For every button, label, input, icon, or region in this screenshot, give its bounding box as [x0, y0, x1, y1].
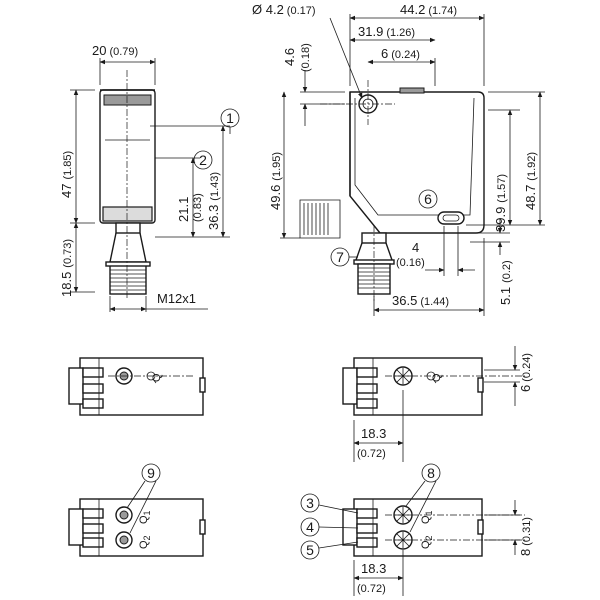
q2-label-b: Q	[420, 540, 432, 549]
top-base-value: 18.3	[361, 426, 386, 441]
side-overall-height-value: 48.7	[523, 185, 538, 210]
top-view-single-left	[68, 357, 206, 416]
q1-label-b: Q	[420, 515, 432, 524]
side-bottom-offset-value: 5.1	[498, 287, 513, 305]
front-height-inch: (1.85)	[62, 151, 74, 180]
front-housing	[99, 89, 156, 224]
front-connector-value: 18.5	[59, 272, 74, 297]
front-lens-inch: (0.83)	[192, 193, 204, 222]
front-mid-inch: (1.43)	[209, 172, 221, 201]
side-bottom-offset-inch: (0.2)	[501, 260, 513, 283]
top-base-inch: (0.72)	[357, 448, 386, 460]
side-view: 6 7 44.2(1.74) 31.9(1.26) 6(0.24) Ø 4.2(…	[252, 2, 545, 316]
svg-text:36.5(1.44): 36.5(1.44)	[392, 293, 449, 308]
side-hole-diameter-value: Ø 4.2	[252, 2, 284, 17]
svg-text:20(0.79): 20(0.79)	[92, 43, 138, 58]
q1-label: Q	[138, 515, 150, 524]
svg-text:48.7(1.92): 48.7 (1.92)	[523, 152, 538, 210]
top-single-offset-value: 6	[518, 385, 533, 392]
callout-2: 2	[199, 152, 207, 168]
svg-text:Ø 4.2(0.17): Ø 4.2(0.17)	[252, 2, 316, 17]
svg-text:44.2(1.74): 44.2(1.74)	[400, 2, 457, 17]
side-top-offset-inch: (0.18)	[300, 43, 312, 72]
side-hole-edge-inch: (0.24)	[391, 49, 420, 61]
svg-text:31.9(1.26): 31.9(1.26)	[358, 24, 415, 39]
side-slot-value: 4	[412, 240, 419, 255]
callout-3: 3	[306, 495, 314, 511]
side-slot	[437, 211, 465, 225]
q2-sub-b: 2	[424, 535, 434, 540]
svg-text:47(1.85): 47 (1.85)	[59, 151, 74, 198]
side-cable-outline	[299, 199, 341, 239]
side-hole-pos-inch: (1.26)	[386, 27, 415, 39]
svg-text:Q1: Q1	[420, 510, 434, 524]
side-overall-width-inch: (1.74)	[428, 5, 457, 17]
svg-text:6(0.24): 6 (0.24)	[518, 353, 533, 392]
q1-sub: 1	[142, 510, 152, 515]
svg-text:36.3(1.43): 36.3 (1.43)	[206, 172, 221, 230]
side-overall-height-inch: (1.92)	[526, 152, 538, 181]
front-width-inch: (0.79)	[109, 46, 138, 58]
front-top-strip	[103, 94, 152, 106]
front-view: 20(0.79) 47 (1.85) 18.5 (0.73) 21.1 (0.83)…	[59, 43, 240, 312]
svg-text:Q2: Q2	[138, 535, 152, 549]
side-top-offset-value: 4.6	[282, 48, 297, 66]
top-view-double-right: Q1 Q2 8 3 4 5 8(0.31) 18.3 (0.72)	[300, 463, 533, 596]
q2-label: Q	[138, 540, 150, 549]
callout-4: 4	[306, 519, 314, 535]
top-base-b-value: 18.3	[361, 561, 386, 576]
callout-8-circle	[421, 463, 441, 483]
callout-8: 8	[427, 465, 435, 481]
front-connector-collar	[115, 222, 141, 234]
callout-1: 1	[226, 110, 234, 126]
side-top-bump	[399, 87, 425, 94]
front-connector-inch: (0.73)	[62, 239, 74, 268]
q1-sub-b: 1	[424, 510, 434, 515]
thread-label: M12x1	[157, 291, 196, 306]
side-right-height-value: 39.9	[493, 207, 508, 232]
q2-sub: 2	[142, 535, 152, 540]
side-hole-pos-value: 31.9	[358, 24, 383, 39]
svg-text:8(0.31): 8 (0.31)	[518, 517, 533, 556]
top-base-b-inch: (0.72)	[357, 583, 386, 595]
svg-text:Q1: Q1	[138, 510, 152, 524]
front-height-value: 47	[59, 184, 74, 198]
front-mid-value: 36.3	[206, 205, 221, 230]
side-connector-pos-value: 36.5	[392, 293, 417, 308]
side-left-height-inch: (1.95)	[271, 152, 283, 181]
callout-7: 7	[336, 249, 344, 265]
q-label-a: Q	[151, 373, 163, 382]
svg-text:18.5(0.73): 18.5 (0.73)	[59, 239, 74, 297]
q-label-b: Q	[431, 373, 443, 382]
svg-text:Q2: Q2	[420, 535, 434, 549]
callout-9-circle	[141, 463, 161, 483]
side-overall-width-value: 44.2	[400, 2, 425, 17]
svg-text:49.6(1.95): 49.6 (1.95)	[268, 152, 283, 210]
front-lens-window	[102, 206, 153, 222]
side-hole-diameter-inch: (0.17)	[287, 5, 316, 17]
callout-6: 6	[424, 191, 432, 207]
top-view-double-left: Q1 Q2 9	[68, 463, 206, 557]
front-width-value: 20	[92, 43, 106, 58]
svg-text:5.1(0.2): 5.1 (0.2)	[498, 260, 513, 305]
callout-6-circle	[418, 189, 438, 209]
callout-2-circle	[193, 150, 213, 170]
front-lens-value: 21.1	[176, 197, 191, 222]
callout-9: 9	[147, 465, 155, 481]
side-connector-pos-inch: (1.44)	[420, 296, 449, 308]
callout-5-circle	[300, 540, 320, 560]
callout-5: 5	[306, 542, 314, 558]
top-view-single-right: 6 (0.24) 18.3 (0.72)	[342, 346, 533, 462]
top-single-offset-inch: (0.24)	[521, 353, 533, 382]
side-hole-edge-value: 6	[381, 46, 388, 61]
side-right-height-inch: (1.57)	[496, 174, 508, 203]
svg-text:39.9(1.57): 39.9 (1.57)	[493, 174, 508, 232]
side-slot-inch: (0.16)	[396, 257, 425, 269]
top-double-offset-inch: (0.31)	[521, 517, 533, 546]
side-left-height-value: 49.6	[268, 185, 283, 210]
callout-3-circle	[300, 493, 320, 513]
svg-text:6(0.24): 6(0.24)	[381, 46, 420, 61]
top-double-offset-value: 8	[518, 549, 533, 556]
